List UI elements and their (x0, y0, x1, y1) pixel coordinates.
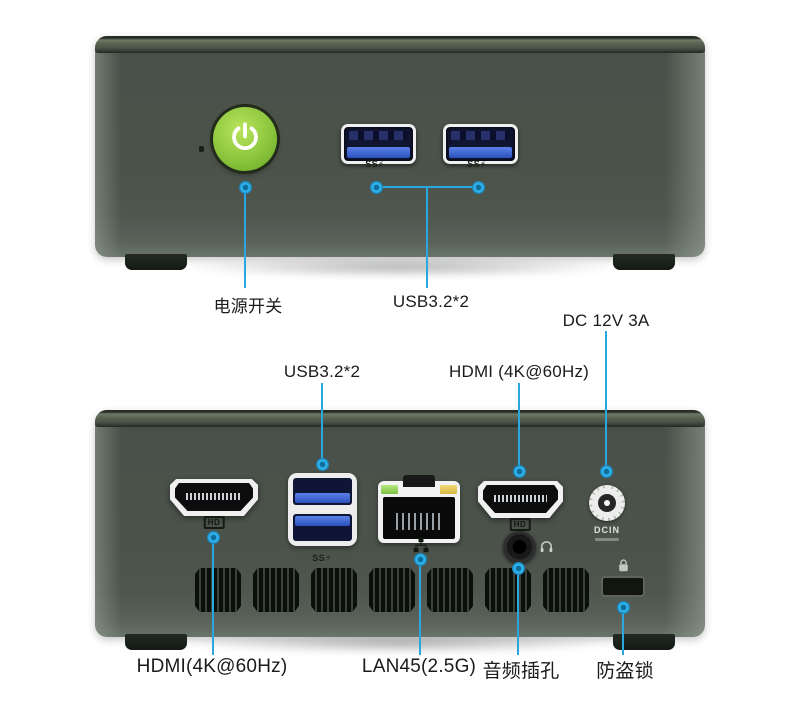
power-button (213, 107, 277, 171)
usb-ss-icon: SS⚡ (365, 159, 385, 169)
callout-line (622, 613, 624, 655)
lock-icon (618, 559, 629, 577)
lan-port (378, 475, 460, 543)
front-usb-port-1 (341, 124, 416, 164)
callout-line (321, 383, 323, 464)
callout-dot (206, 530, 220, 544)
vent-grille (543, 568, 589, 612)
label-power-switch: 电源开关 (213, 297, 283, 316)
ethernet-icon (413, 538, 429, 558)
callout-dot (471, 180, 485, 194)
power-icon (227, 119, 263, 160)
case-foot (613, 634, 675, 650)
callout-dot (511, 561, 525, 575)
callout-line (212, 543, 214, 655)
hdmi-logo: HD (509, 518, 531, 531)
front-case-lid (95, 36, 705, 53)
rear-usb-stack (288, 473, 357, 546)
rear-case-lid (95, 410, 705, 427)
vent-grille (195, 568, 241, 612)
callout-line (419, 565, 421, 655)
dcin-label: DCIN (594, 525, 620, 535)
label-rear-hdmi2: HDMI(4K@60Hz) (136, 656, 288, 677)
headphone-icon (539, 539, 554, 559)
hdmi-port-2 (478, 481, 563, 518)
dc-in-jack (589, 485, 625, 521)
dcin-fineprint (595, 538, 619, 541)
vent-grille (253, 568, 299, 612)
hdmi-logo: HD (203, 516, 225, 529)
case-foot (125, 634, 187, 650)
label-rear-usb: USB3.2*2 (283, 362, 361, 381)
hdmi-port-1 (170, 479, 258, 516)
callout-dot (599, 464, 613, 478)
callout-line (605, 331, 607, 471)
lan-led-green (381, 485, 398, 494)
front-usb-port-2 (443, 124, 518, 164)
label-dc-power: DC 12V 3A (562, 311, 650, 330)
callout-line (426, 187, 428, 288)
rj45-clip (403, 475, 435, 487)
audio-jack (503, 531, 536, 564)
label-front-usb: USB3.2*2 (392, 292, 470, 311)
vent-grille (311, 568, 357, 612)
power-led-hole (199, 146, 204, 152)
usb-ss-icon: SS⚡ (312, 553, 332, 563)
case-foot (125, 254, 187, 270)
front-case: SS⚡ SS⚡ (95, 36, 705, 270)
rj45-cavity (383, 497, 455, 539)
callout-dot (369, 180, 383, 194)
label-rear-hdmi: HDMI (4K@60Hz) (448, 362, 590, 381)
callout-dot (616, 600, 630, 614)
vent-grille (427, 568, 473, 612)
callout-dot (512, 464, 526, 478)
callout-dot (413, 552, 427, 566)
callout-line (517, 574, 519, 655)
lan-led-amber (440, 485, 457, 494)
callout-dot (238, 180, 252, 194)
case-foot (613, 254, 675, 270)
rear-usb-port-2 (293, 514, 352, 541)
rear-case: HD SS⚡ HD (95, 410, 705, 650)
label-lan: LAN45(2.5G) (361, 656, 477, 677)
kensington-lock-slot (601, 576, 645, 597)
usb-ss-icon: SS⚡ (467, 159, 487, 169)
callout-line (518, 383, 520, 471)
callout-line (244, 193, 246, 288)
label-kensington-lock: 防盗锁 (596, 661, 654, 682)
vent-grille (485, 568, 531, 612)
vent-grille (369, 568, 415, 612)
callout-dot (315, 457, 329, 471)
rear-usb-port-1 (293, 478, 352, 505)
label-audio-jack: 音频插孔 (482, 661, 560, 682)
